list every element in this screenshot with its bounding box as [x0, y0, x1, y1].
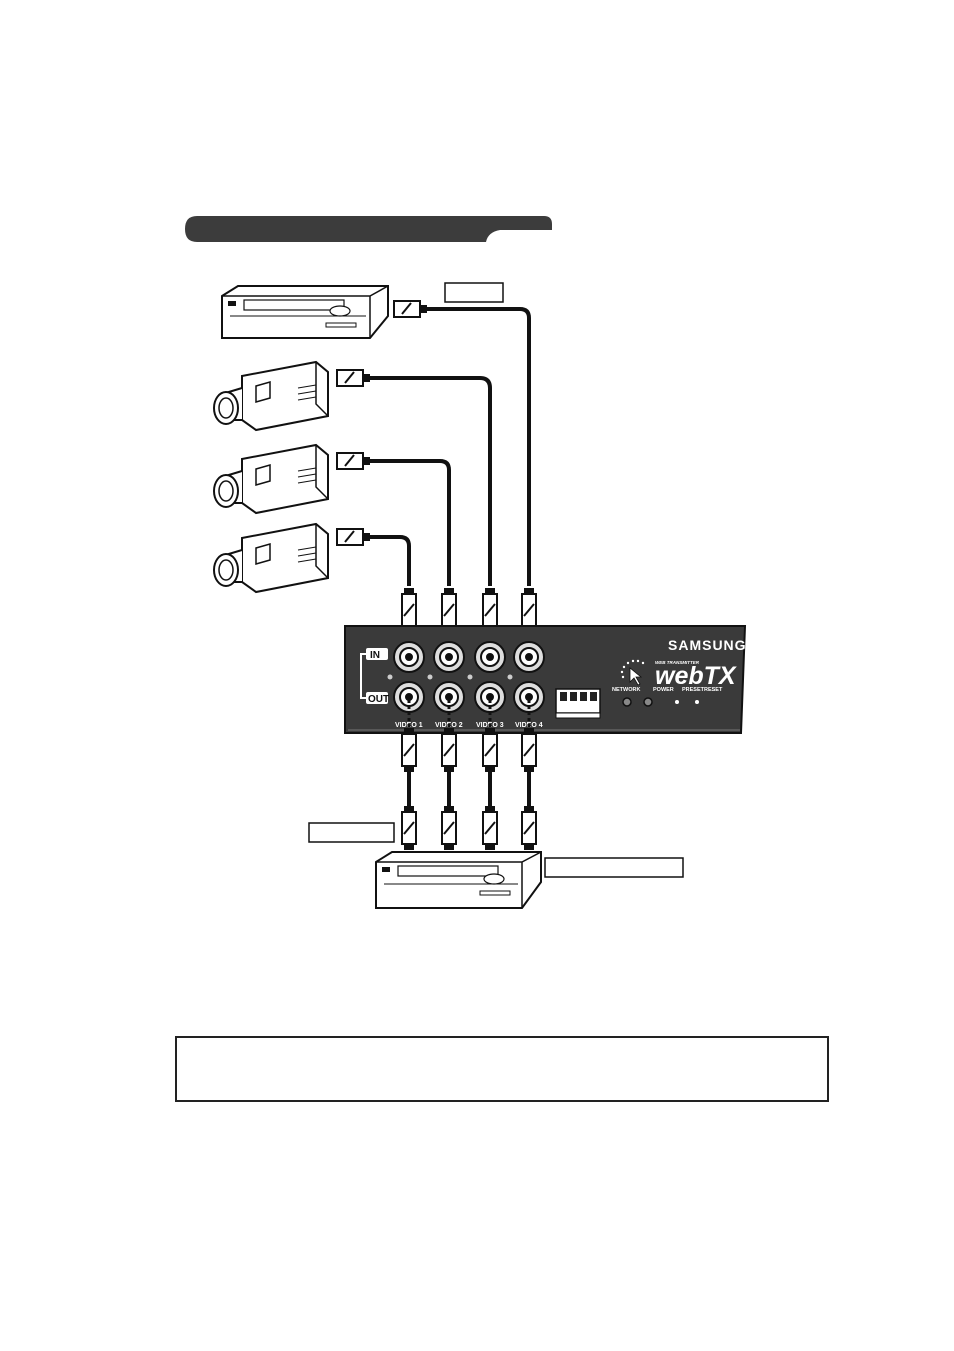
network-led	[622, 697, 632, 707]
camera-1-connector	[336, 369, 371, 387]
output-cables	[407, 772, 531, 806]
recorder-input-plugs	[401, 805, 537, 851]
source-vcr	[221, 285, 389, 339]
dip-switch	[555, 688, 601, 719]
brand-name: SAMSUNG	[668, 637, 747, 653]
reset-button[interactable]	[695, 700, 699, 704]
reset-label: RESET	[704, 687, 723, 693]
recorder-vcr	[375, 851, 542, 909]
device-output-plugs	[401, 727, 537, 773]
in-label: IN	[370, 650, 380, 661]
webtx-logo: webTX	[655, 662, 737, 690]
device-subtitle: WEB TRANSMITTER	[655, 660, 700, 665]
vcr-output-connector	[393, 300, 428, 318]
power-button[interactable]	[643, 697, 653, 707]
out-label: OUT	[368, 694, 389, 705]
preset-label: PRESET	[682, 687, 705, 693]
camera-2	[213, 444, 329, 514]
vcr-source-label-box	[444, 282, 504, 303]
network-label: NETWORK	[612, 687, 640, 693]
logo-cursor-icon	[620, 659, 645, 686]
camera-2-connector	[336, 452, 371, 470]
preset-button[interactable]	[675, 700, 679, 704]
camera-3	[213, 523, 329, 593]
note-box	[175, 1036, 829, 1102]
input-cables	[370, 307, 531, 586]
camera-1	[213, 361, 329, 431]
camera-3-connector	[336, 528, 371, 546]
bnc-in-jacks	[393, 641, 545, 673]
monitor-label-box	[308, 822, 395, 843]
recorder-label-box	[544, 857, 684, 878]
webtx-device: IN OUT VIDEO 1 VIDEO 2 VIDEO 3 VIDEO 4	[344, 625, 747, 734]
channel-leds	[387, 674, 513, 680]
power-label: POWER	[653, 687, 674, 693]
section-header	[185, 216, 552, 242]
